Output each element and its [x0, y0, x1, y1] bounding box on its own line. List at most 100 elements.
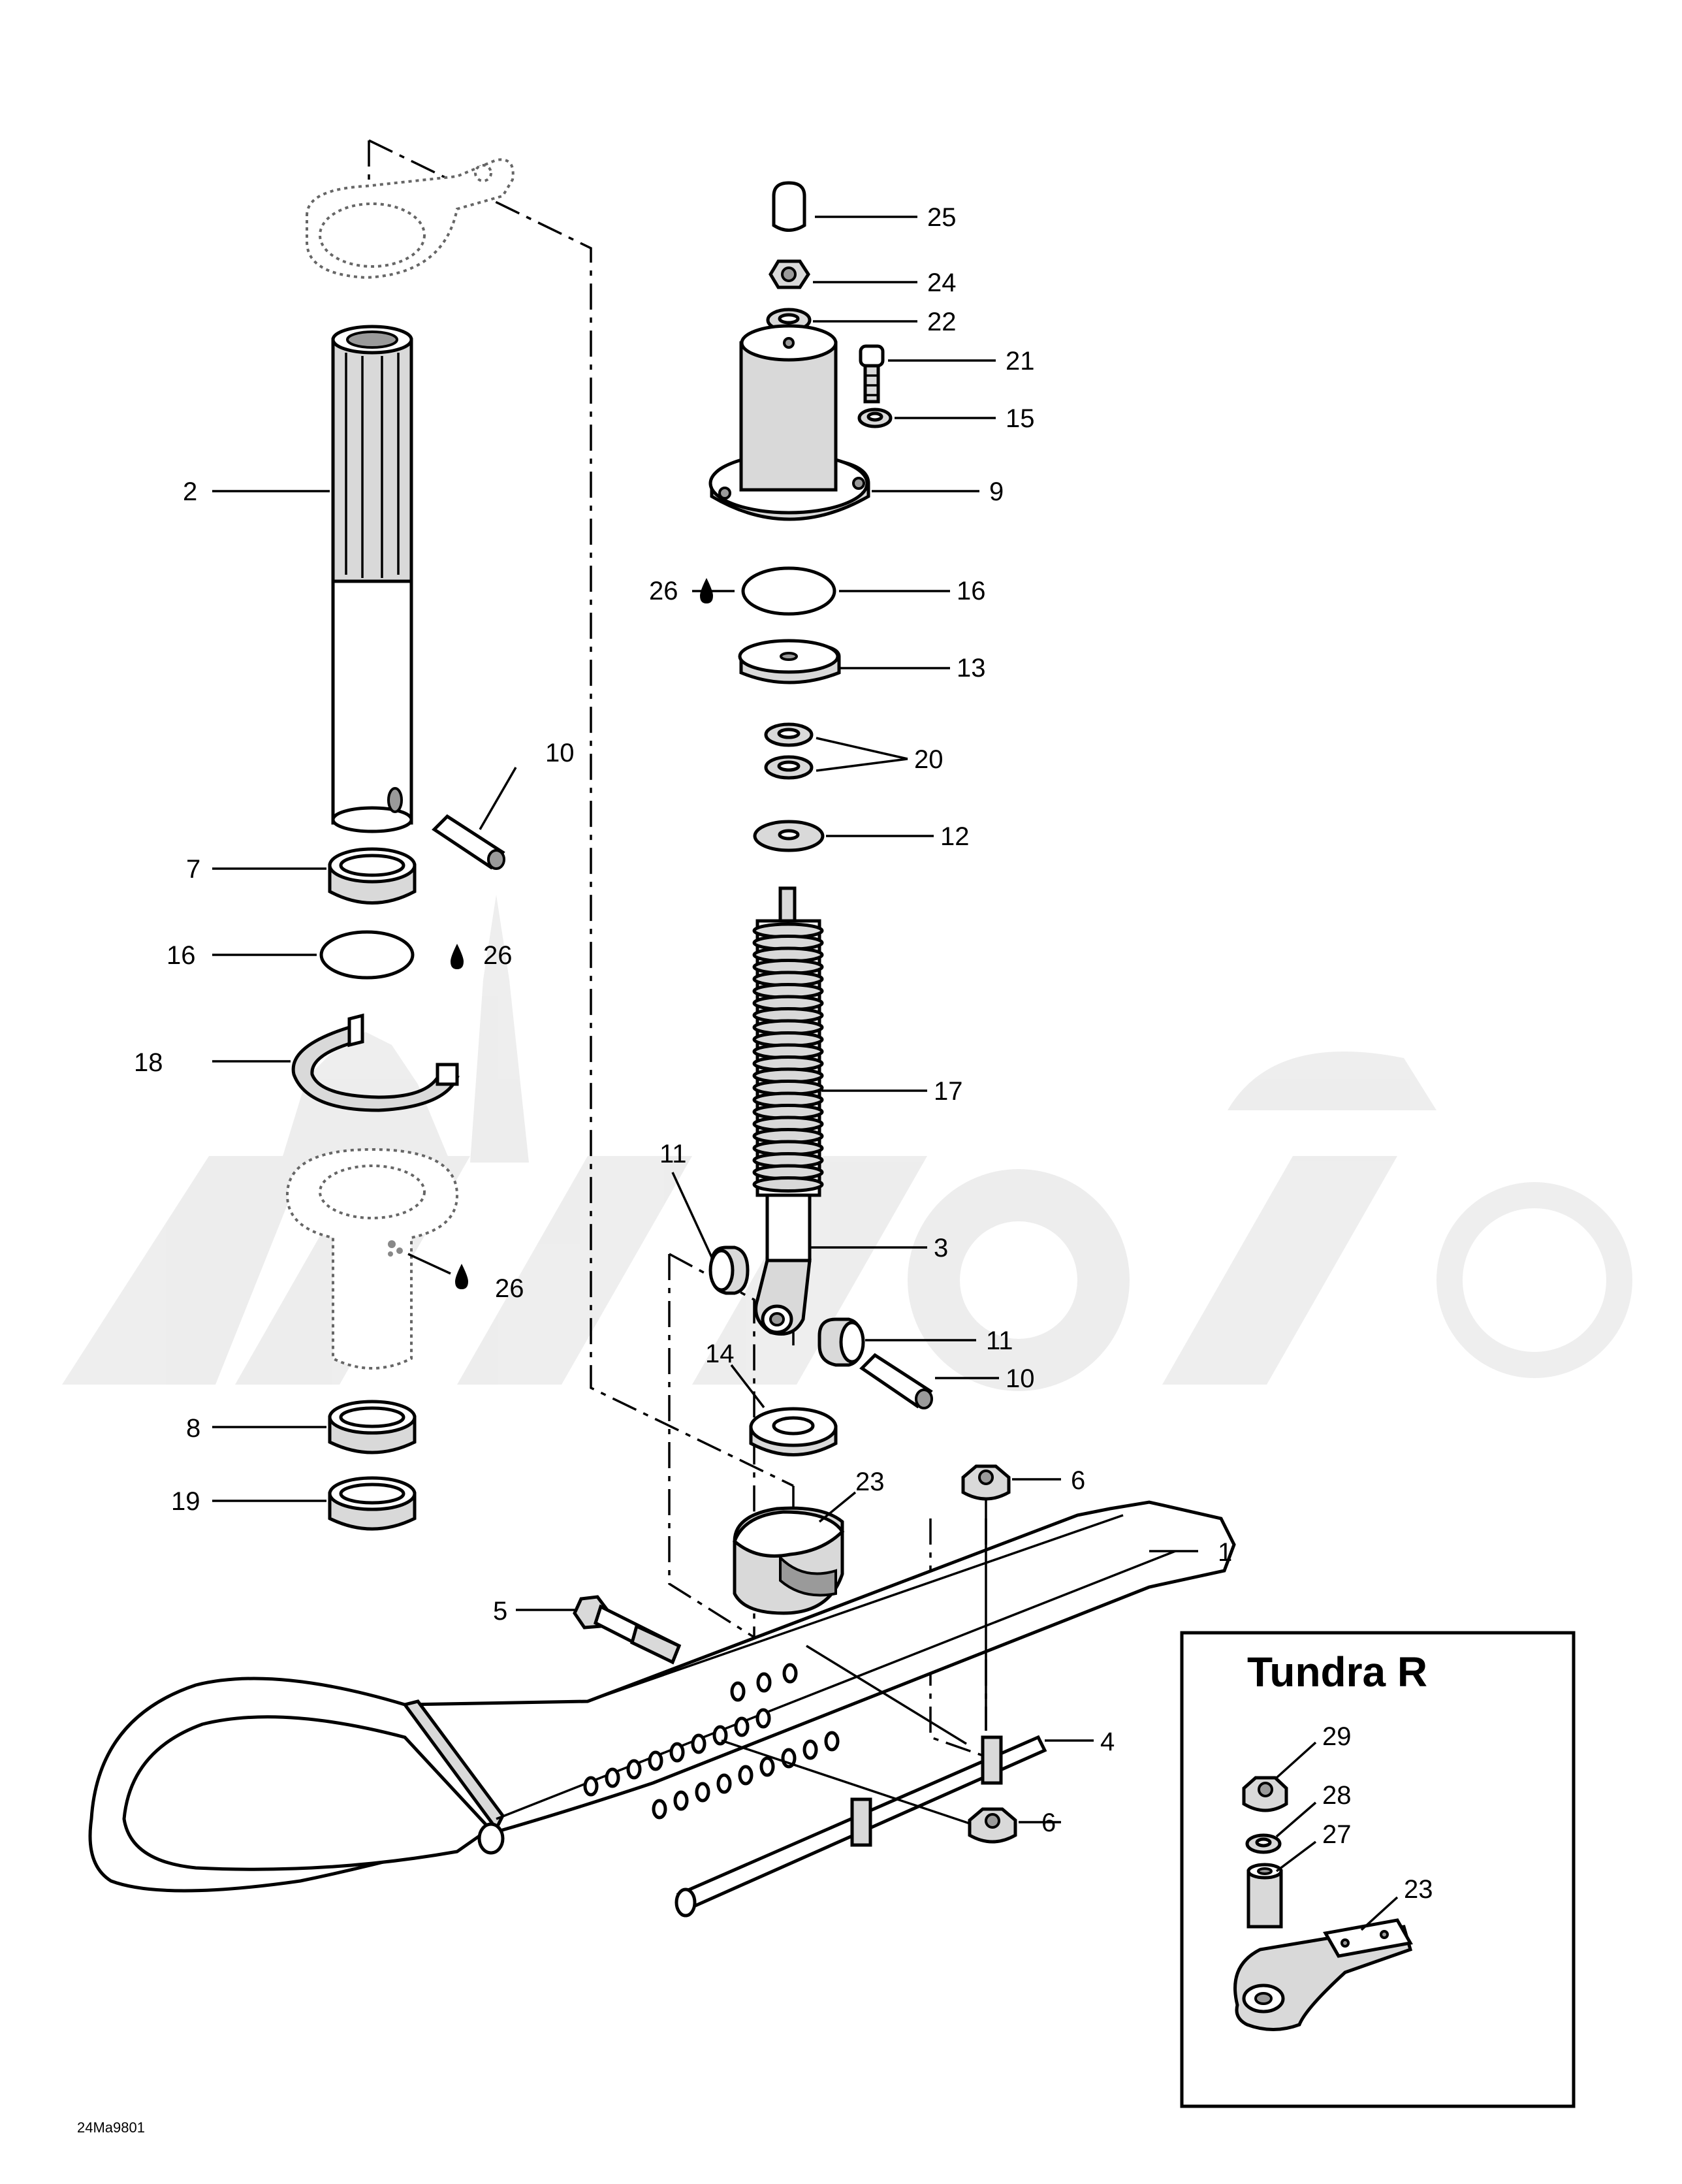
steering-arm-reference — [306, 158, 515, 280]
callout-26-upper-right: 26 — [649, 577, 678, 605]
part-15-washer — [857, 408, 893, 428]
ski-mounting-hole — [669, 1742, 685, 1763]
part-1-ski — [88, 1500, 1236, 1893]
callout-25: 25 — [927, 203, 957, 232]
callout-23-main: 23 — [855, 1468, 885, 1496]
part-18-circlip — [291, 1013, 460, 1112]
part-27-spacer — [1246, 1863, 1283, 1929]
part-23-mount-tundra-r — [1233, 1918, 1413, 2031]
part-2-spindle — [331, 325, 413, 833]
callout-7: 7 — [186, 855, 200, 884]
callout-27: 27 — [1322, 1820, 1352, 1849]
callout-26-left: 26 — [483, 941, 513, 970]
callout-21: 21 — [1006, 347, 1035, 376]
callout-24: 24 — [927, 268, 957, 297]
ski-mounting-hole — [738, 1765, 754, 1786]
part-14-washer — [749, 1407, 838, 1456]
tundra-r-inset: Tundra R 29 28 27 23 — [1180, 1631, 1576, 2108]
inset-title: Tundra R — [1247, 1648, 1427, 1695]
callout-22: 22 — [927, 308, 957, 336]
callout-3: 3 — [934, 1234, 948, 1262]
callout-5: 5 — [493, 1597, 507, 1626]
part-24-nut — [769, 259, 810, 289]
callout-1: 1 — [1218, 1538, 1232, 1567]
callout-29: 29 — [1322, 1722, 1352, 1751]
part-7-ring — [328, 847, 417, 905]
ski-mounting-hole — [734, 1716, 750, 1737]
ski-mounting-hole — [755, 1708, 771, 1729]
callout-6-top: 6 — [1071, 1466, 1085, 1495]
oil-drop-icon — [455, 1264, 468, 1289]
ski-mounting-hole — [695, 1782, 710, 1803]
ski-mounting-hole — [730, 1681, 746, 1702]
callout-26-lower: 26 — [495, 1274, 524, 1303]
ski-mounting-hole — [824, 1731, 840, 1752]
ski-mounting-hole — [673, 1790, 689, 1811]
callout-labels: 25 24 22 21 15 9 26 16 13 20 12 17 3 11 … — [134, 203, 1232, 1837]
part-17-spring — [752, 886, 824, 1197]
part-13-plate — [738, 639, 841, 684]
part-19-ring — [328, 1476, 417, 1531]
ski-mounting-hole — [626, 1759, 642, 1780]
ski-mounting-hole — [583, 1776, 599, 1797]
part-21-screw — [859, 344, 885, 404]
ski-mounting-hole — [648, 1750, 663, 1771]
callout-17: 17 — [934, 1077, 963, 1106]
callout-10-upper: 10 — [545, 739, 575, 767]
part-10-pin-upper — [432, 814, 505, 870]
ski-mounting-hole — [782, 1663, 798, 1684]
figure-code: 24Ma9801 — [77, 2119, 145, 2136]
spindle-housing-reference — [285, 1148, 459, 1370]
ski-mounting-hole — [759, 1756, 775, 1777]
leader-lines — [212, 216, 1198, 1825]
part-12-washer — [753, 820, 825, 852]
ski-mounting-hole — [652, 1799, 667, 1820]
callout-8: 8 — [186, 1414, 200, 1443]
callout-14: 14 — [705, 1340, 735, 1368]
grease-spot-reference — [388, 1240, 403, 1257]
ski-mounting-hole — [802, 1739, 818, 1760]
part-11-bushing-left — [708, 1245, 750, 1295]
part-28-washer — [1245, 1833, 1282, 1854]
assembly-centerlines — [368, 139, 1006, 1765]
part-10-pin-lower — [859, 1353, 933, 1409]
part-25-cap — [772, 181, 806, 232]
watermark-logo — [62, 895, 1632, 1391]
part-29-nut — [1242, 1776, 1288, 1812]
ski-mounting-hole — [605, 1767, 620, 1788]
callout-15: 15 — [1006, 404, 1035, 433]
ski-mounting-hole — [712, 1725, 728, 1746]
part-5-bolt — [573, 1595, 682, 1665]
callout-16-left: 16 — [167, 941, 196, 970]
oil-drop-icon — [451, 944, 464, 969]
callout-16-right: 16 — [957, 577, 986, 605]
ski-mounting-hole — [716, 1773, 732, 1794]
part-3-shock-absorber — [754, 1193, 812, 1336]
part-6-flange-nut-bottom — [968, 1807, 1017, 1844]
callout-11-left: 11 — [659, 1140, 687, 1168]
callout-20: 20 — [914, 745, 944, 774]
callout-6-bottom: 6 — [1041, 1808, 1056, 1837]
callout-11-right: 11 — [986, 1326, 1013, 1355]
callout-12: 12 — [940, 822, 970, 851]
part-6-flange-nut-top — [961, 1464, 1011, 1501]
callout-18: 18 — [134, 1048, 163, 1077]
part-11-bushing-right — [817, 1317, 865, 1367]
part-9-shock-housing — [708, 324, 870, 521]
part-4-runner — [674, 1735, 1047, 1918]
callout-28: 28 — [1322, 1781, 1352, 1810]
ski-mounting-hole — [691, 1733, 706, 1754]
callout-23-inset: 23 — [1404, 1875, 1433, 1904]
ski-mounting-hole — [756, 1672, 772, 1693]
callout-9: 9 — [989, 477, 1004, 506]
part-16-o-ring-right — [741, 566, 836, 616]
callout-4: 4 — [1100, 1727, 1115, 1756]
oil-drop-icon — [700, 578, 713, 603]
part-8-ring — [328, 1400, 417, 1454]
part-16-o-ring-left — [319, 930, 415, 980]
part-20-washers — [764, 722, 814, 780]
callout-2: 2 — [183, 477, 197, 506]
callout-10-lower: 10 — [1006, 1364, 1035, 1393]
part-23-ski-mount — [733, 1506, 845, 1615]
